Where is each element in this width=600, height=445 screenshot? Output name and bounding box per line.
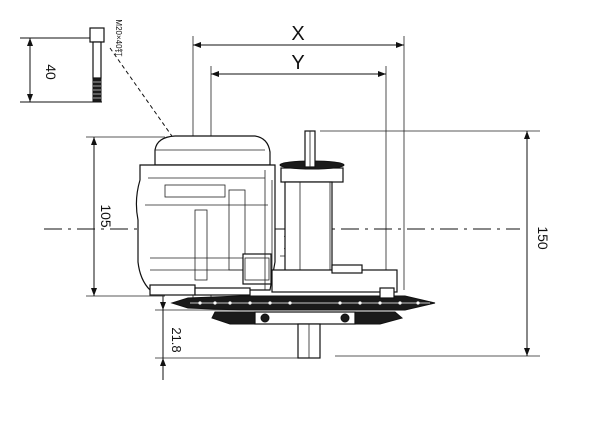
height-dimension-right: 150 xyxy=(320,130,551,357)
height-dimension-left: 105 xyxy=(86,136,165,297)
motor-body xyxy=(135,135,276,296)
bolt-detail: 40 M20×40钉 xyxy=(20,19,124,103)
bottom-offset-label: 21.8 xyxy=(169,327,184,352)
gear-housing xyxy=(271,160,398,293)
bolt-length-label: 40 xyxy=(43,64,59,80)
width-dimensions: X Y xyxy=(192,23,405,300)
dimension-y-label: Y xyxy=(291,52,304,74)
chainring-assembly xyxy=(170,287,436,325)
height-left-label: 105 xyxy=(98,204,114,228)
upper-shaft xyxy=(304,130,316,168)
bolt-note-label: M20×40钉 xyxy=(114,19,124,56)
lower-shaft xyxy=(297,323,321,359)
dimension-x-label: X xyxy=(291,23,304,45)
mount-bracket xyxy=(242,170,273,292)
height-right-label: 150 xyxy=(535,226,551,250)
